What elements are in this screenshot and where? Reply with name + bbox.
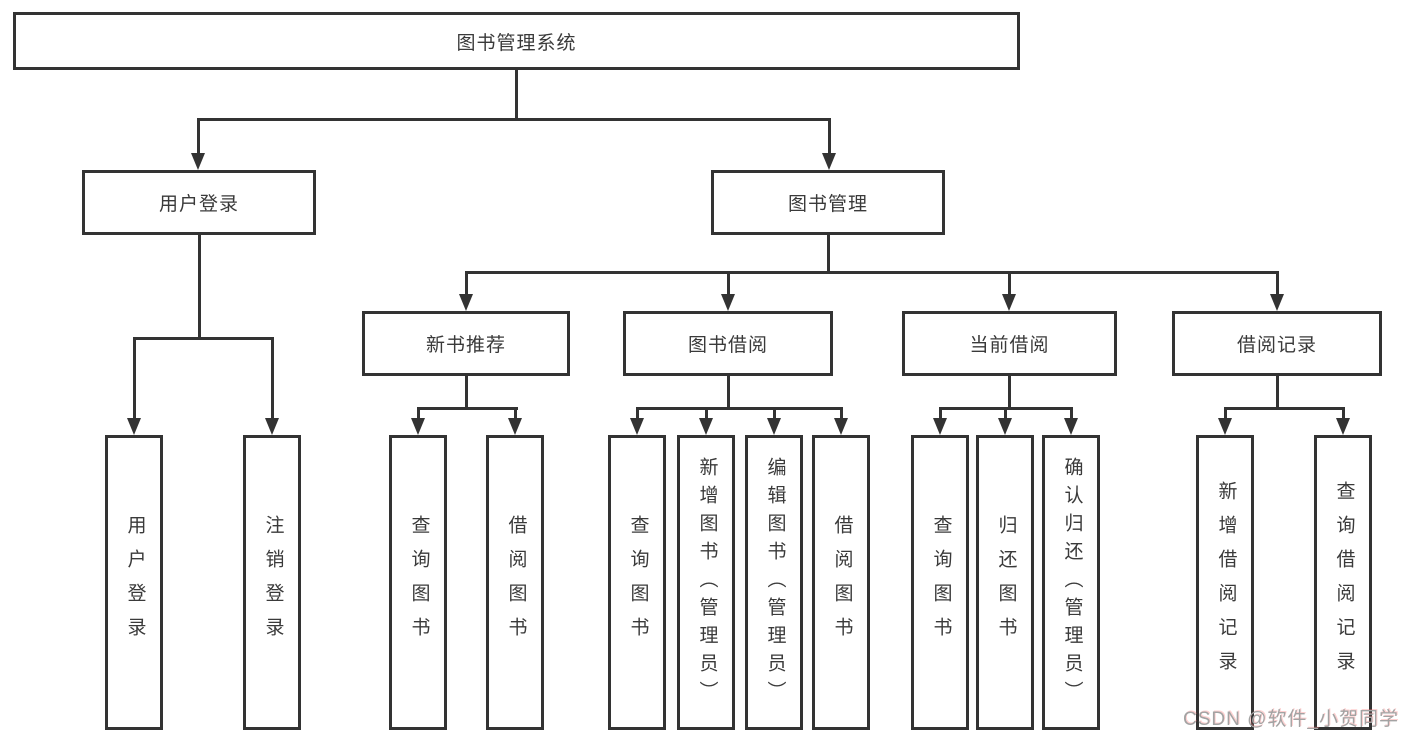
connector-vline xyxy=(198,235,201,337)
leaf-recommend-query-books-label: 查询图书 xyxy=(408,514,430,651)
node-user-login-label: 用户登录 xyxy=(158,194,239,215)
connector-hline xyxy=(417,407,518,410)
connector-vline xyxy=(727,376,730,407)
leaf-current-confirm-return-admin-label: 确认归还（管理员） xyxy=(1061,456,1083,709)
arrowhead-icon xyxy=(265,418,279,435)
connector-vline xyxy=(1070,407,1073,420)
node-current-borrowing: 当前借阅 xyxy=(902,311,1117,376)
node-borrowing-records: 借阅记录 xyxy=(1172,311,1382,376)
connector-vline xyxy=(1276,271,1279,296)
connector-vline xyxy=(827,235,830,271)
connector-hline xyxy=(133,337,274,340)
arrowhead-icon xyxy=(1336,418,1350,435)
arrowhead-icon xyxy=(411,418,425,435)
leaf-current-confirm-return-admin: 确认归还（管理员） xyxy=(1042,435,1100,730)
connector-vline xyxy=(1342,407,1345,420)
node-new-book-recommendation-label: 新书推荐 xyxy=(425,335,506,356)
connector-vline xyxy=(465,271,468,296)
arrowhead-icon xyxy=(822,153,836,170)
leaf-records-query-record: 查询借阅记录 xyxy=(1314,435,1372,730)
leaf-current-query-books-label: 查询图书 xyxy=(930,514,952,651)
node-book-borrowing-label: 图书借阅 xyxy=(687,335,768,356)
connector-vline xyxy=(636,407,639,420)
node-root-label: 图书管理系统 xyxy=(456,32,577,54)
leaf-user-login: 用户登录 xyxy=(105,435,163,730)
connector-vline xyxy=(271,337,274,420)
connector-vline xyxy=(939,407,942,420)
leaf-recommend-query-books: 查询图书 xyxy=(389,435,447,730)
arrowhead-icon xyxy=(508,418,522,435)
arrowhead-icon xyxy=(699,418,713,435)
connector-vline xyxy=(133,337,136,420)
connector-vline xyxy=(840,407,843,420)
arrowhead-icon xyxy=(933,418,947,435)
arrowhead-icon xyxy=(1002,294,1016,311)
arrowhead-icon xyxy=(1270,294,1284,311)
leaf-user-login-label: 用户登录 xyxy=(124,514,146,651)
connector-hline xyxy=(1224,407,1345,410)
leaf-borrow-query-books-label: 查询图书 xyxy=(627,514,649,651)
arrowhead-icon xyxy=(767,418,781,435)
connector-hline xyxy=(636,407,843,410)
leaf-borrow-add-books-admin-label: 新增图书（管理员） xyxy=(696,456,718,709)
arrowhead-icon xyxy=(191,153,205,170)
leaf-records-query-record-label: 查询借阅记录 xyxy=(1333,480,1355,685)
connector-vline xyxy=(1004,407,1007,420)
arrowhead-icon xyxy=(721,294,735,311)
node-root: 图书管理系统 xyxy=(13,12,1020,70)
arrowhead-icon xyxy=(630,418,644,435)
connector-vline xyxy=(514,407,517,420)
arrowhead-icon xyxy=(127,418,141,435)
connector-vline xyxy=(727,271,730,296)
leaf-current-query-books: 查询图书 xyxy=(911,435,969,730)
connector-vline xyxy=(465,376,468,407)
connector-vline xyxy=(705,407,708,420)
leaf-borrow-edit-books-admin-label: 编辑图书（管理员） xyxy=(764,456,786,709)
node-book-management-label: 图书管理 xyxy=(787,194,868,215)
connector-vline xyxy=(1276,376,1279,407)
watermark: CSDN @软件_小贺同学 xyxy=(1183,709,1399,730)
arrowhead-icon xyxy=(1218,418,1232,435)
leaf-current-return-books-label: 归还图书 xyxy=(995,514,1017,651)
connector-vline xyxy=(1008,271,1011,296)
leaf-logout-label: 注销登录 xyxy=(262,514,284,651)
node-book-borrowing: 图书借阅 xyxy=(623,311,833,376)
node-current-borrowing-label: 当前借阅 xyxy=(969,335,1050,356)
arrowhead-icon xyxy=(1064,418,1078,435)
leaf-logout: 注销登录 xyxy=(243,435,301,730)
connector-vline xyxy=(417,407,420,420)
leaf-borrow-add-books-admin: 新增图书（管理员） xyxy=(677,435,735,730)
node-book-management: 图书管理 xyxy=(711,170,945,235)
leaf-borrow-borrow-books: 借阅图书 xyxy=(812,435,870,730)
node-borrowing-records-label: 借阅记录 xyxy=(1236,335,1317,356)
connector-vline xyxy=(197,118,200,156)
arrowhead-icon xyxy=(834,418,848,435)
connector-vline xyxy=(773,407,776,420)
connector-vline xyxy=(515,70,518,118)
leaf-records-add-record-label: 新增借阅记录 xyxy=(1215,480,1237,685)
leaf-current-return-books: 归还图书 xyxy=(976,435,1034,730)
leaf-borrow-borrow-books-label: 借阅图书 xyxy=(831,514,853,651)
connector-vline xyxy=(828,118,831,156)
connector-hline xyxy=(197,118,831,121)
leaf-recommend-borrow-books: 借阅图书 xyxy=(486,435,544,730)
connector-vline xyxy=(1008,376,1011,407)
leaf-recommend-borrow-books-label: 借阅图书 xyxy=(505,514,527,651)
node-new-book-recommendation: 新书推荐 xyxy=(362,311,570,376)
connector-hline xyxy=(465,271,1279,274)
leaf-borrow-edit-books-admin: 编辑图书（管理员） xyxy=(745,435,803,730)
leaf-borrow-query-books: 查询图书 xyxy=(608,435,666,730)
arrowhead-icon xyxy=(459,294,473,311)
connector-vline xyxy=(1224,407,1227,420)
node-user-login: 用户登录 xyxy=(82,170,316,235)
arrowhead-icon xyxy=(998,418,1012,435)
leaf-records-add-record: 新增借阅记录 xyxy=(1196,435,1254,730)
